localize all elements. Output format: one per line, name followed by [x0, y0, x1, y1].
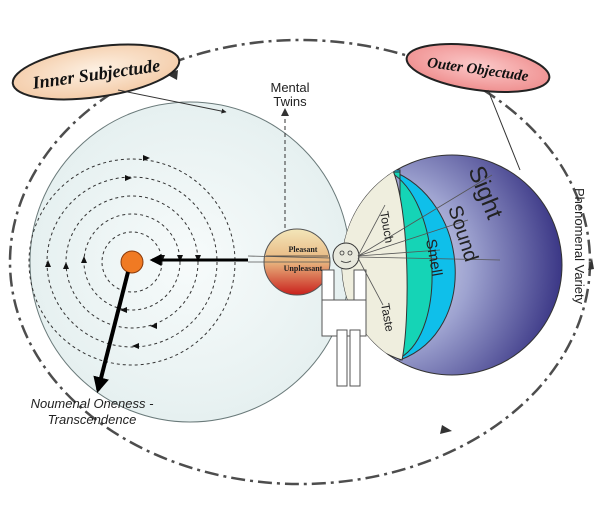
- inner-subjectude-bubble: [11, 43, 181, 101]
- noumenal-label-line2: Transcendence: [48, 412, 137, 427]
- head-icon: [332, 242, 360, 270]
- mental-twins-arrowhead: [281, 108, 289, 116]
- boundary-arrow-top: [166, 70, 178, 80]
- mental-twins-label-line2: Twins: [273, 94, 307, 109]
- phenomenal-variety-label: Phenomenal Variety: [572, 188, 587, 305]
- boundary-arrow-bottom: [440, 425, 452, 434]
- outer-objectude-pointer: [487, 89, 521, 171]
- outer-boundary-ellipse: [8, 38, 592, 486]
- person-figure: [321, 269, 367, 387]
- transcendence-arrow: [93, 271, 130, 394]
- pleasant-label: Pleasant: [289, 245, 318, 254]
- inner-subjectude-pointer: [117, 89, 227, 114]
- sense-rays: [247, 174, 501, 306]
- touch-label: Touch: [377, 210, 396, 244]
- taste-label: Taste: [378, 302, 397, 333]
- noumenal-core-dot: [120, 250, 144, 274]
- smell-label: Smell: [422, 238, 445, 278]
- mental-twins-label-line1: Mental: [270, 80, 309, 95]
- noumenal-label-line1: Noumenal Oneness -: [31, 396, 155, 411]
- boundary-arrow-right: [588, 258, 594, 270]
- unpleasant-label: Unpleasant: [284, 264, 323, 273]
- outer-objectude-bubble: [405, 43, 551, 93]
